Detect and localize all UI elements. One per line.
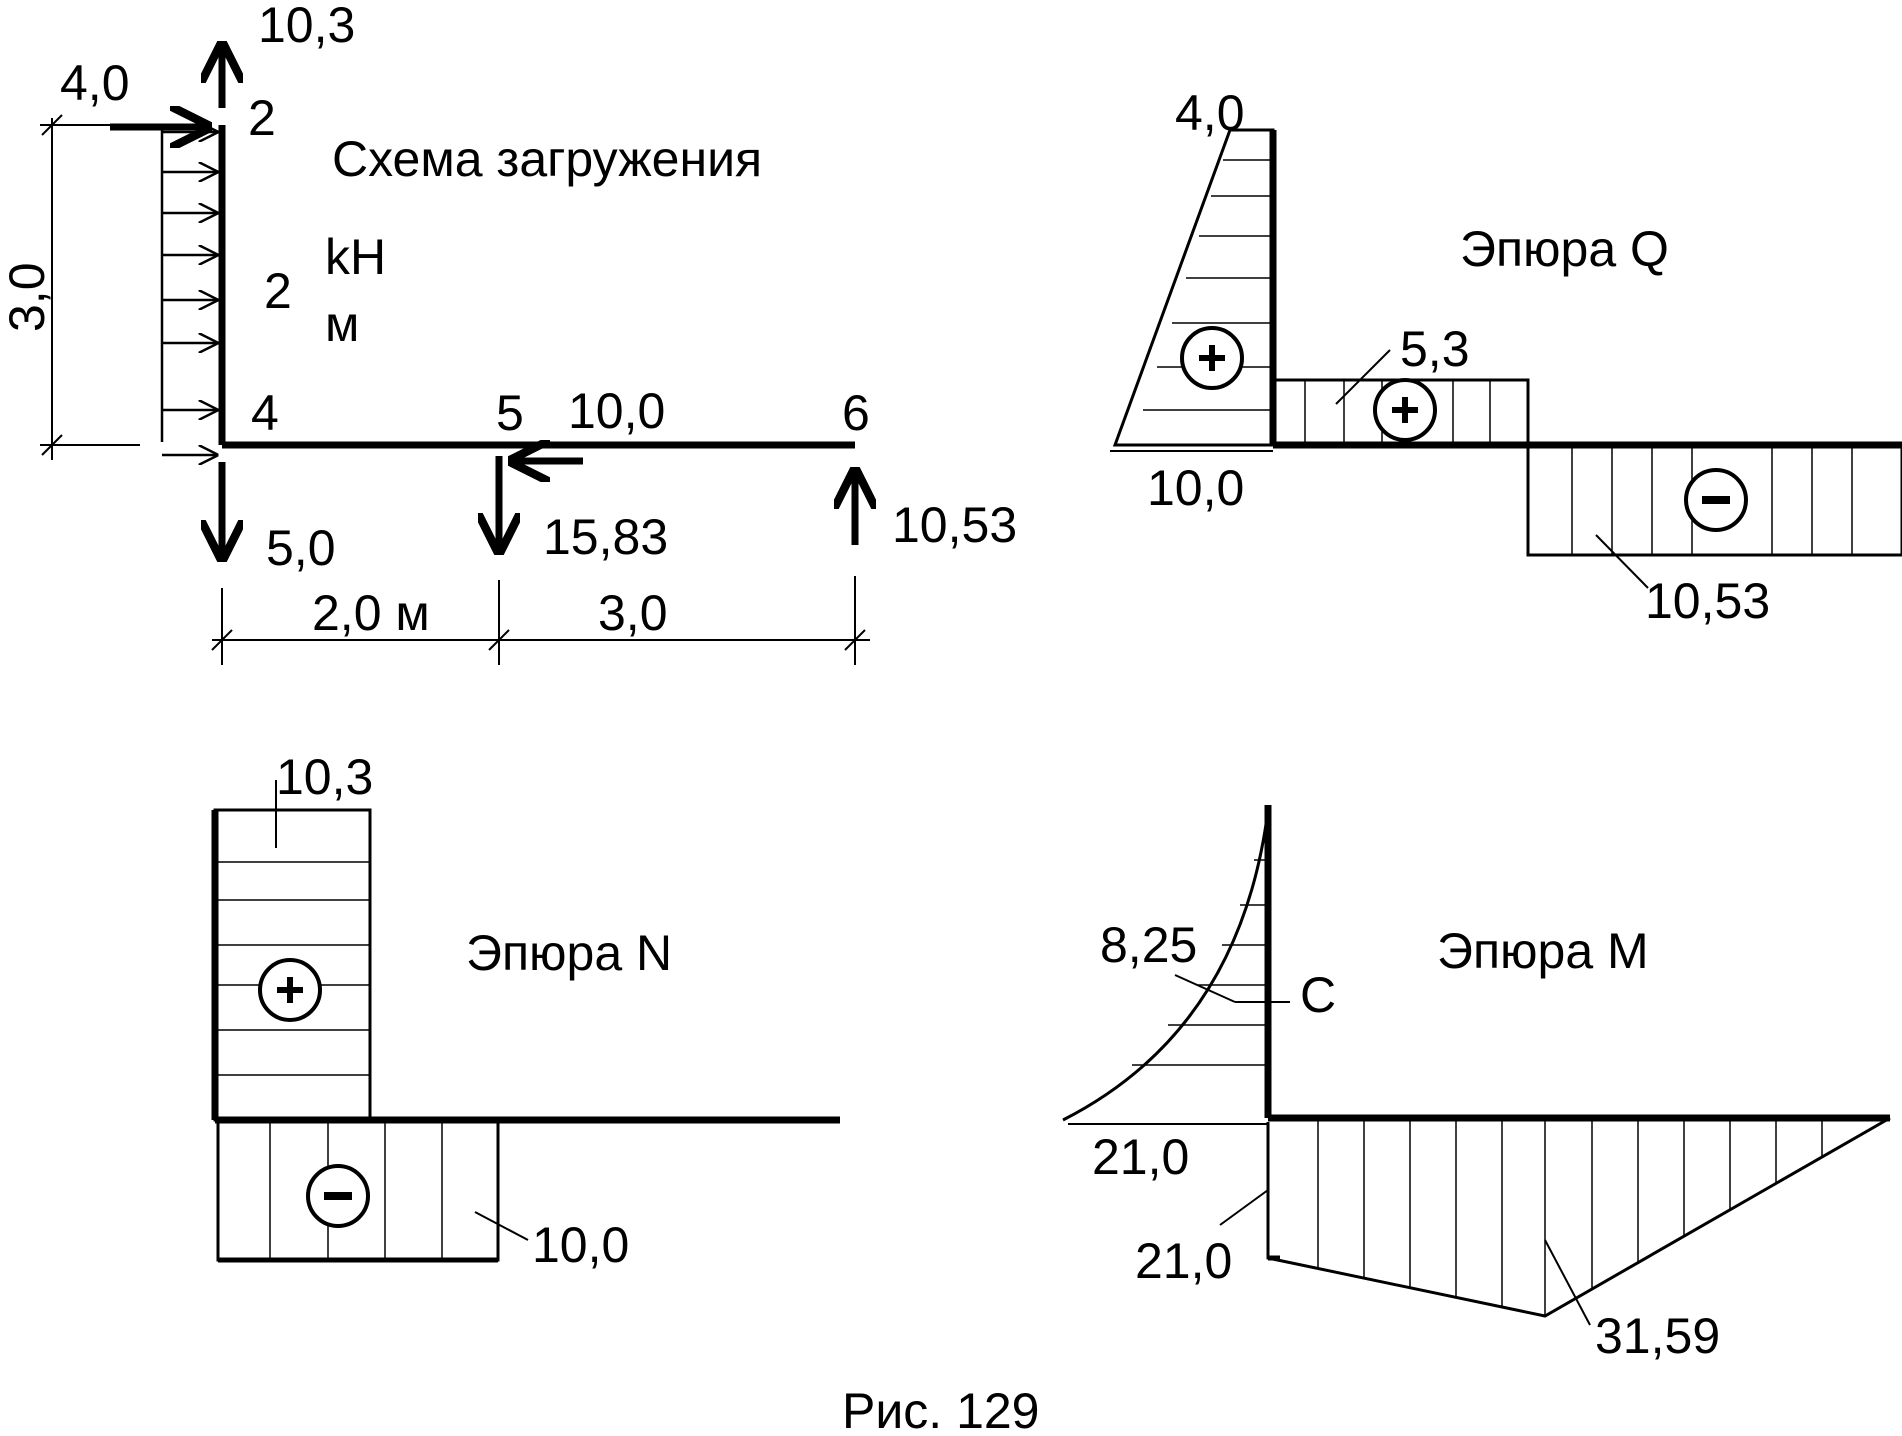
m-beam-area [1266, 1116, 1891, 1318]
q-negative-hatching [1571, 445, 1853, 555]
m-beam-start-value: 21,0 [1135, 1233, 1232, 1289]
node-label-2: 2 [248, 90, 276, 146]
q-plus-sign-beam [1373, 378, 1437, 442]
m-beam-start-leader [1219, 1189, 1269, 1226]
m-diagram: Эпюра M 8,25 C 21,0 21,0 31,59 [1062, 805, 1891, 1364]
m-point-label: C [1300, 967, 1336, 1023]
m-point-value: 8,25 [1100, 917, 1197, 973]
q-right-value: 10,53 [1645, 573, 1770, 629]
q-column-area [1112, 128, 1275, 447]
q-top-value: 4,0 [1175, 85, 1245, 141]
node-label-4: 4 [251, 385, 279, 441]
m-max-leader [1544, 1239, 1591, 1326]
n-top-value: 10,3 [276, 749, 373, 805]
load-5-label: 15,83 [543, 509, 668, 565]
node-label-5: 5 [496, 385, 524, 441]
scheme-title: Схема загружения [332, 131, 762, 187]
vertical-dimension [40, 114, 150, 460]
load-horizontal-label: 10,0 [568, 383, 665, 439]
dimension-1-label: 2,0 м [312, 585, 430, 641]
m-column-curve [1062, 809, 1270, 1122]
q-minus-sign [1684, 468, 1748, 532]
q-diagram: Эпюра Q 4,0 10,0 5,3 10,53 [1110, 85, 1902, 629]
load-top-label: 10,3 [258, 0, 355, 53]
n-title: Эпюра N [466, 925, 672, 981]
m-corner-value: 21,0 [1092, 1129, 1189, 1185]
dimension-2-label: 3,0 [598, 585, 668, 641]
horizontal-dimension [211, 576, 870, 665]
n-diagram: Эпюра N 10,3 10,0 [211, 749, 840, 1273]
reaction-6-label: 10,53 [892, 497, 1017, 553]
q-title: Эпюра Q [1460, 221, 1669, 277]
q-mid-value: 5,3 [1400, 321, 1470, 377]
q-bottom-value: 10,0 [1147, 460, 1244, 516]
vertical-dimension-label: 3,0 [0, 262, 55, 332]
m-point-c-leader [1174, 974, 1236, 1003]
q-mid-leader [1335, 349, 1391, 405]
n-bottom-value: 10,0 [532, 1217, 629, 1273]
dist-load-unit-top: kH [325, 229, 386, 285]
load-left-label: 4,0 [60, 55, 130, 111]
m-title: Эпюра M [1437, 923, 1649, 979]
q-right-leader [1595, 534, 1649, 589]
n-minus-sign [306, 1164, 370, 1228]
n-plus-sign [258, 958, 322, 1022]
dist-load-value: 2 [264, 263, 292, 319]
figure-caption: Рис. 129 [842, 1383, 1040, 1436]
loading-scheme: Схема загружения 10,3 4,0 3,0 2 kH м 2 4… [0, 0, 1017, 665]
dist-load-unit-bottom: м [325, 296, 359, 352]
m-column-hatching [1132, 859, 1268, 1066]
q-plus-sign-column [1180, 326, 1244, 390]
node-label-6: 6 [842, 385, 870, 441]
n-bottom-leader [474, 1211, 529, 1241]
m-beam-hatching [1317, 1118, 1823, 1316]
q-negative-beam-area [1526, 443, 1902, 557]
m-max-value: 31,59 [1595, 1308, 1720, 1364]
distributed-load [160, 128, 216, 455]
reaction-4-label: 5,0 [266, 520, 336, 576]
